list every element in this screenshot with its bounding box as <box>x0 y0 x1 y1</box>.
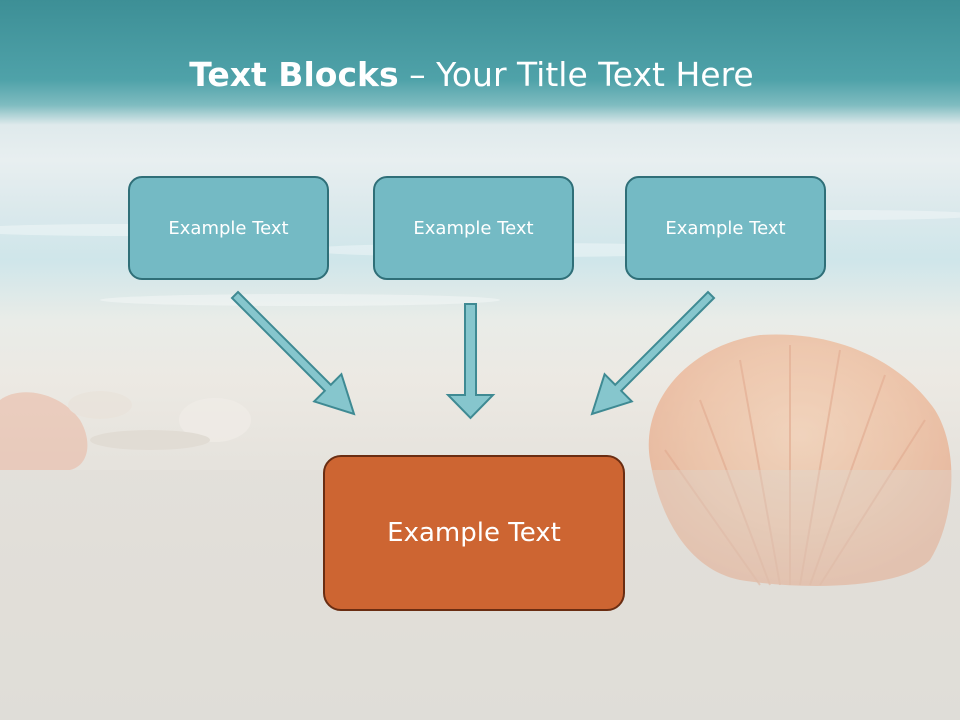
text-block-center[interactable]: Example Text <box>373 176 574 280</box>
text-block-bottom-label: Example Text <box>387 518 561 548</box>
seashell-icon <box>648 334 952 586</box>
text-block-right-label: Example Text <box>665 217 786 239</box>
arrow-down-icon <box>445 303 496 420</box>
text-block-center-label: Example Text <box>413 217 534 239</box>
small-shells <box>0 391 251 470</box>
text-block-bottom[interactable]: Example Text <box>323 455 625 611</box>
arrow-down-left-icon <box>590 290 716 416</box>
title-bold: Text Blocks <box>189 55 399 94</box>
text-block-left-label: Example Text <box>168 217 289 239</box>
text-block-left[interactable]: Example Text <box>128 176 329 280</box>
arrow-down-right-icon <box>230 290 356 416</box>
title-rest: Your Title Text Here <box>436 55 754 94</box>
title-dash: – <box>409 55 426 94</box>
text-block-right[interactable]: Example Text <box>625 176 826 280</box>
slide-title: Text Blocks – Your Title Text Here <box>0 52 943 98</box>
